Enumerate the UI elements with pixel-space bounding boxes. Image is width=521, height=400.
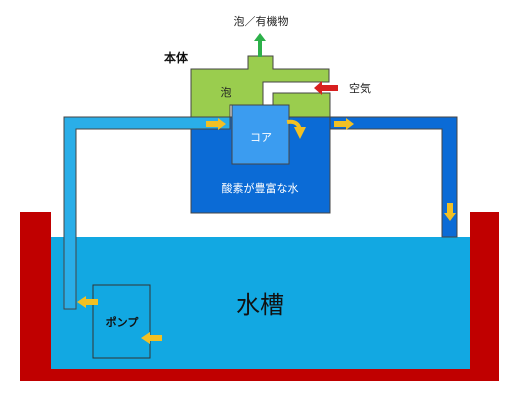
foam-output-label: 泡／有機物 xyxy=(234,14,289,28)
flow-arrow-icon xyxy=(334,118,354,130)
return-pipe xyxy=(329,116,458,238)
tank-label: 水槽 xyxy=(236,291,284,319)
oxygen-water-label: 酸素が豊富な水 xyxy=(222,181,299,195)
inlet-pipe xyxy=(63,116,231,310)
flow-arrow-icon xyxy=(206,118,226,130)
flow-arrow-icon xyxy=(77,296,98,308)
pump xyxy=(92,284,151,359)
pump-label: ポンプ xyxy=(106,315,140,329)
air-arrow-icon xyxy=(314,81,338,95)
flow-arrow-icon xyxy=(141,332,162,344)
air-label: 空気 xyxy=(349,81,371,95)
foam-label: 泡 xyxy=(221,85,232,99)
core-chamber xyxy=(231,104,290,165)
flow-arrow-icon xyxy=(286,119,306,139)
core-label: コア xyxy=(250,131,272,144)
foam-output-arrow-icon xyxy=(254,33,266,57)
flow-arrow-icon xyxy=(444,203,456,221)
body-label: 本体 xyxy=(164,50,189,65)
